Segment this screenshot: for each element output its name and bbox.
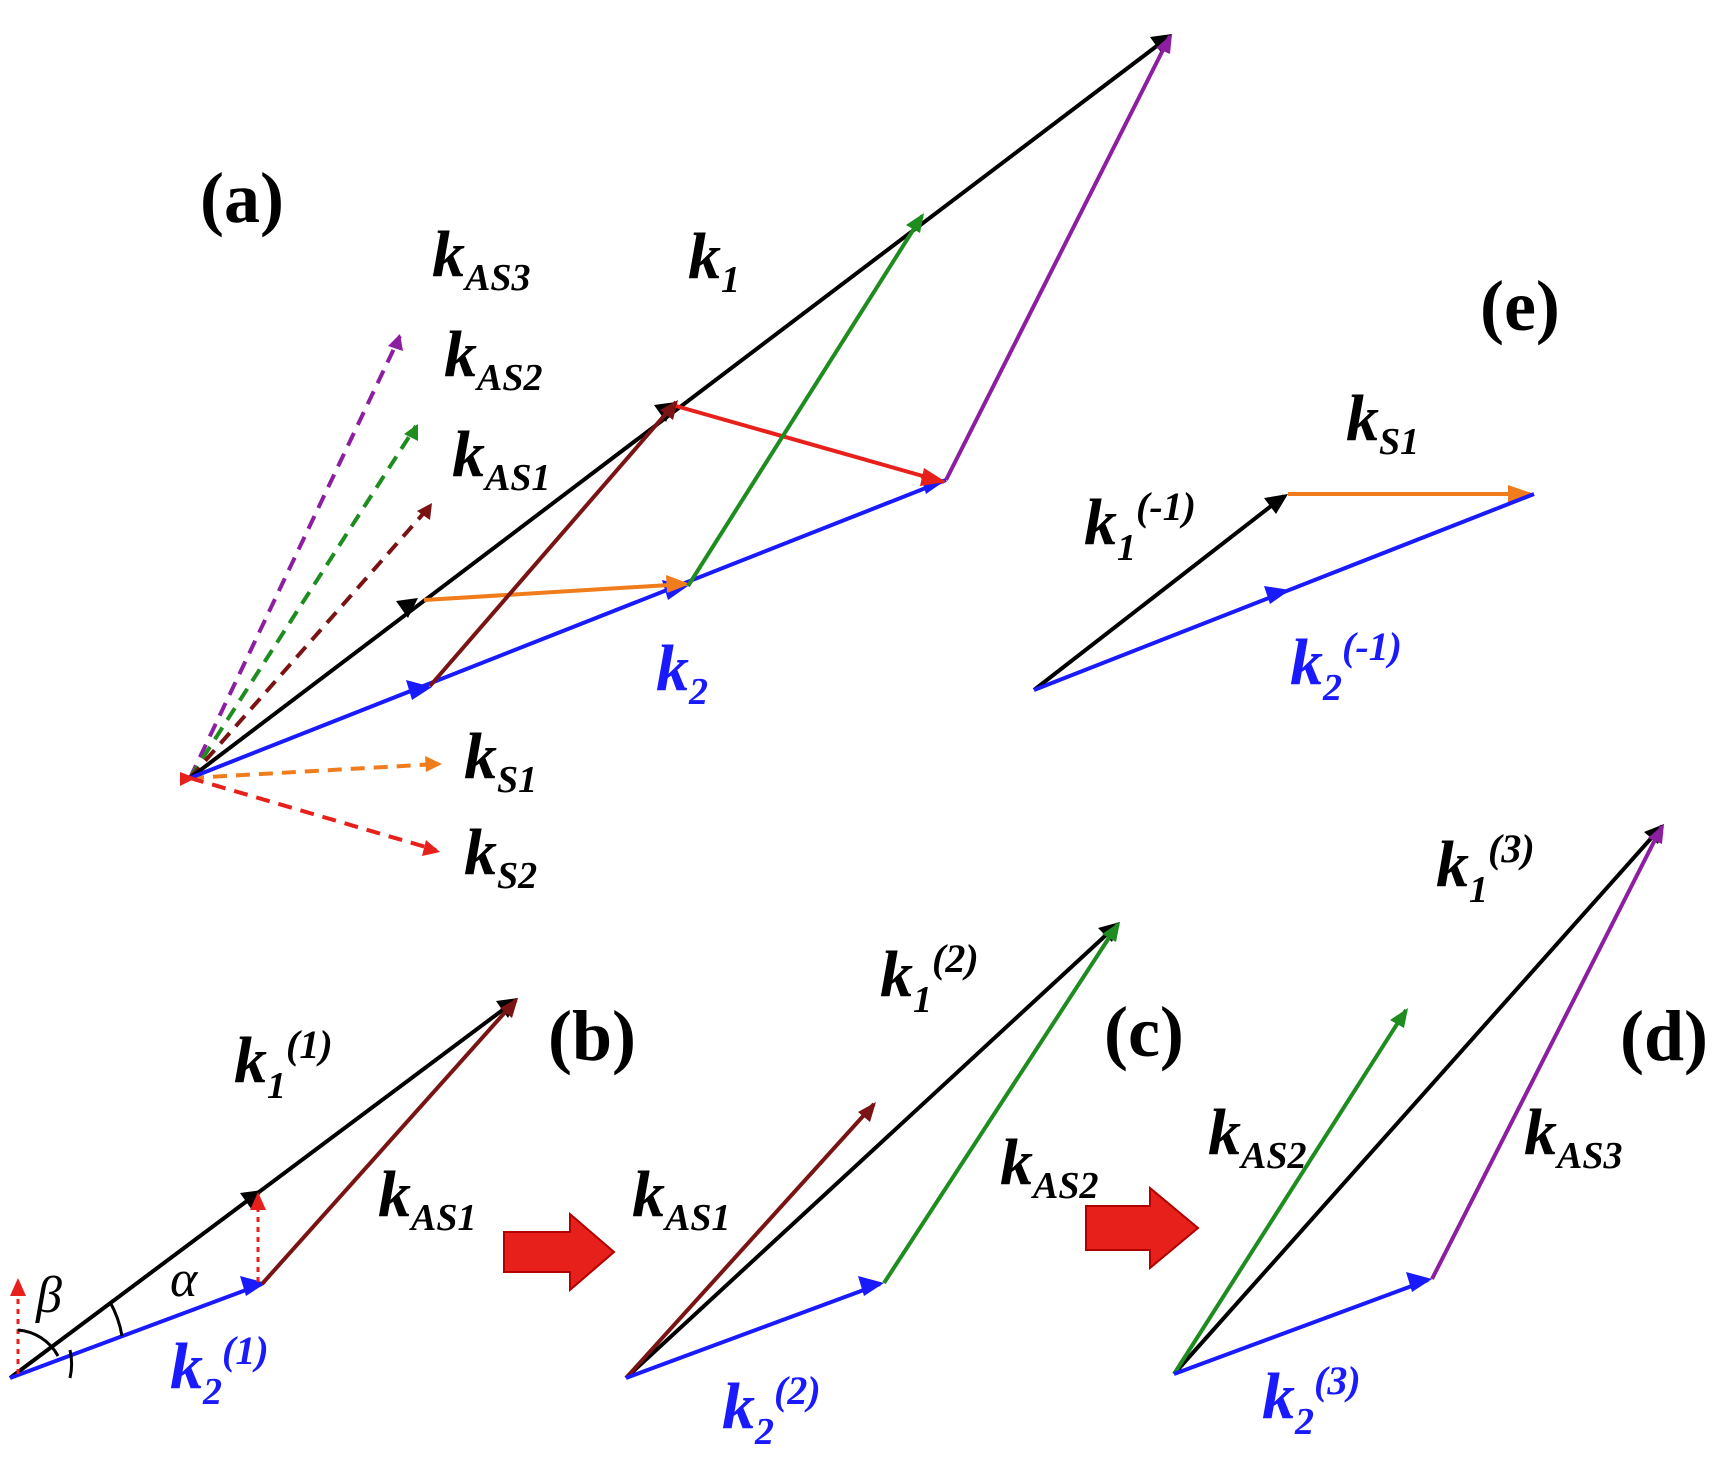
- arrowhead: [240, 1190, 262, 1210]
- dashed-kS1-vector: [189, 756, 442, 780]
- label-c-k2: k2(2): [722, 1368, 821, 1453]
- dashed-kAS2-vector: [188, 424, 418, 780]
- arrowhead: [920, 468, 946, 486]
- origin-marker: [180, 772, 196, 786]
- panel-a: (a) kAS3 k1 kAS2 kAS1 k2 kS1 kS2: [180, 34, 1172, 897]
- label-c-kAS1: kAS1: [632, 1158, 730, 1239]
- e-kS1-vector: [1288, 485, 1534, 503]
- purple-kAS3-vector: [944, 34, 1172, 481]
- label-k2: k2: [656, 632, 708, 713]
- arrowhead: [1508, 485, 1534, 503]
- arrowhead: [906, 213, 924, 233]
- arrowhead: [1406, 1272, 1432, 1292]
- panel-e-label: (e): [1480, 266, 1560, 346]
- arrowhead: [660, 400, 678, 420]
- arrowhead: [1156, 34, 1172, 54]
- label-e-k2: k2(-1): [1290, 624, 1402, 709]
- arrowhead: [1264, 494, 1288, 514]
- beta-angle-arc: [68, 1349, 74, 1379]
- b-dotted-verticals: [10, 1192, 266, 1374]
- label-d-kAS3: kAS3: [1524, 1096, 1622, 1177]
- dashed-kAS3-vector: [188, 334, 403, 779]
- label-kAS2: kAS2: [444, 318, 542, 399]
- alpha-angle-arc: [108, 1301, 124, 1337]
- c-k2-vector: [625, 1276, 884, 1380]
- green-kAS2-vector: [686, 213, 924, 588]
- label-b-kAS1: kAS1: [378, 1158, 476, 1239]
- panel-c: (c) k1(2) kAS1 kAS2 k2(2): [624, 922, 1184, 1453]
- arrowhead: [425, 756, 442, 772]
- label-kAS1: kAS1: [452, 418, 550, 499]
- maroon-kAS1-vector: [428, 400, 678, 688]
- d-k1-vector: [1172, 824, 1664, 1376]
- panel-e: (e) kS1 k1(-1) k2(-1): [1032, 266, 1560, 709]
- beta-angle-arc-2: [17, 1328, 60, 1357]
- arrowhead: [1648, 824, 1664, 844]
- arrowhead: [396, 598, 418, 618]
- arrowhead: [1102, 922, 1120, 942]
- arrowhead: [1390, 1008, 1408, 1028]
- dashed-kAS1-vector: [188, 503, 432, 780]
- label-c-k1: k1(2): [880, 936, 979, 1021]
- c-kAS1-vector: [624, 1102, 876, 1380]
- arrowhead: [500, 998, 518, 1018]
- transition-arrow-b-to-c: [503, 1211, 616, 1293]
- label-kAS3: kAS3: [432, 218, 530, 299]
- alpha-symbol: α: [170, 1251, 199, 1308]
- label-e-k1: k1(-1): [1084, 484, 1196, 569]
- arrowhead: [1264, 586, 1290, 604]
- d-kAS2-vector: [1172, 1008, 1408, 1376]
- d-k2-vector: [1173, 1272, 1432, 1376]
- panel-d: (d) k1(3) kAS2 kAS3 k2(3): [1172, 824, 1708, 1443]
- orange-kS1-vector: [423, 575, 690, 602]
- e-k2-vector: [1033, 492, 1535, 692]
- label-d-k2: k2(3): [1262, 1358, 1361, 1443]
- c-k1-vector: [624, 922, 1120, 1380]
- e-k1-vector: [1032, 494, 1288, 692]
- label-kS2: kS2: [464, 816, 537, 897]
- label-kS1: kS1: [464, 720, 537, 801]
- panel-d-label: (d): [1620, 996, 1708, 1076]
- panel-a-label: (a): [200, 158, 284, 238]
- arrowhead: [858, 1102, 876, 1122]
- label-e-kS1: kS1: [1346, 382, 1419, 463]
- label-k1: k1: [688, 220, 740, 301]
- panel-b-label: (b): [548, 996, 636, 1076]
- arrowhead: [417, 503, 432, 520]
- k2-chain: [189, 474, 947, 780]
- label-c-kAS2: kAS2: [1000, 1126, 1098, 1207]
- dashed-kS2-vector: [189, 776, 440, 856]
- arrowhead: [406, 680, 432, 700]
- d-kAS3-vector: [1430, 824, 1664, 1280]
- arrowhead: [240, 1276, 266, 1296]
- label-b-k1: k1(1): [234, 1022, 333, 1107]
- c-kAS2-vector: [882, 922, 1120, 1285]
- panel-b: (b) β α k1(1) kAS1: [8, 996, 636, 1413]
- label-d-kAS2: kAS2: [1208, 1096, 1306, 1177]
- panel-c-label: (c): [1104, 992, 1184, 1072]
- beta-symbol: β: [35, 1267, 62, 1324]
- arrowhead: [666, 575, 690, 593]
- label-d-k1: k1(3): [1436, 826, 1535, 911]
- arrowhead: [388, 334, 403, 351]
- arrowhead: [250, 1192, 266, 1210]
- arrowhead: [10, 1278, 26, 1296]
- red-kS2-vector: [675, 404, 946, 486]
- arrowhead: [858, 1276, 884, 1296]
- label-b-k2: k2(1): [170, 1328, 269, 1413]
- arrowhead: [422, 840, 440, 856]
- arrowhead: [404, 424, 418, 441]
- b-kAS1-vector: [260, 998, 518, 1286]
- b-k2-vector: [9, 1276, 266, 1380]
- transition-arrow-c-to-d: [1085, 1185, 1200, 1271]
